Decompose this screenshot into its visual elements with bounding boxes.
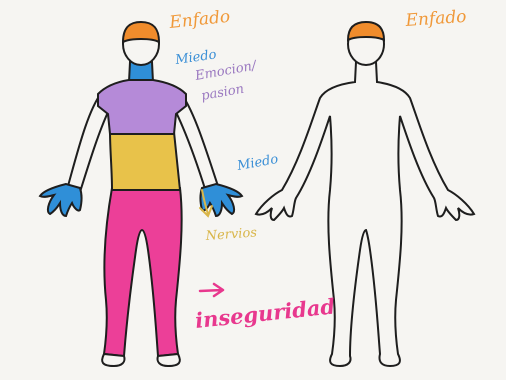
left-right-foot — [102, 354, 124, 366]
left-chest-fill — [98, 80, 186, 134]
left-stomach-fill — [110, 132, 180, 190]
left-head-fill — [123, 22, 159, 42]
right-head-fill — [348, 22, 384, 40]
left-left-foot — [157, 354, 179, 366]
